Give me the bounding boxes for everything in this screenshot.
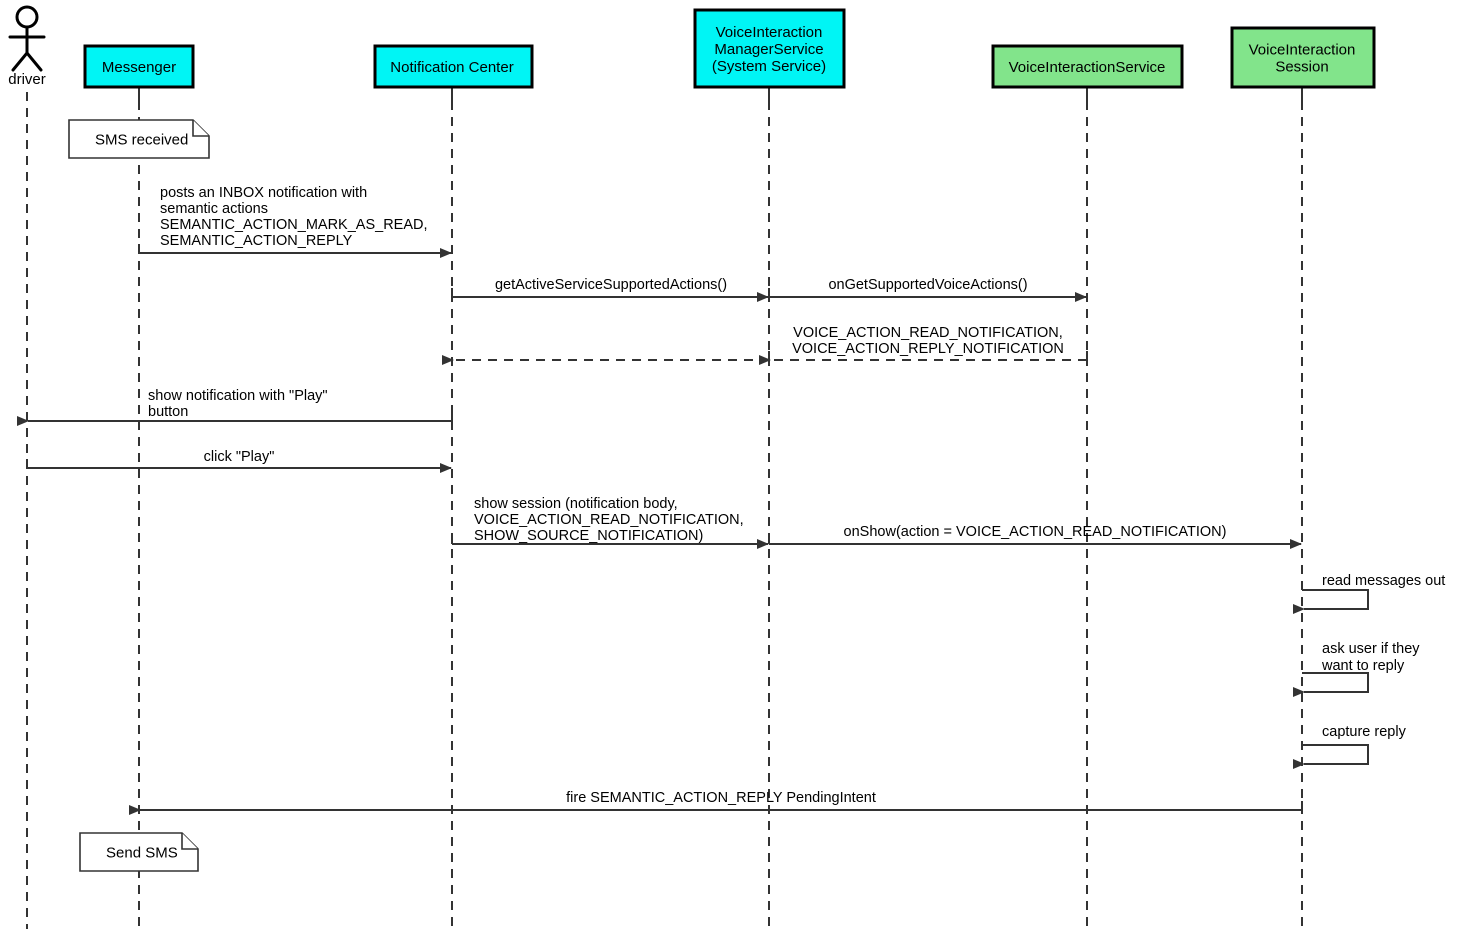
message-label-line: SEMANTIC_ACTION_MARK_AS_READ, — [160, 217, 428, 233]
note-fold-corner-icon — [181, 833, 198, 850]
participant-box[interactable] — [1230, 26, 1376, 89]
message-label-line: getActiveServiceSupportedActions() — [495, 277, 727, 293]
note-fold-corner-icon — [192, 120, 209, 137]
participant-messenger[interactable]: Messenger — [83, 44, 195, 89]
participant-label-line: Session — [1275, 59, 1328, 76]
participant-label-line: VoiceInteraction — [716, 24, 823, 41]
message-label-line: show notification with "Play" — [148, 388, 328, 404]
participant-voice-interaction-service[interactable]: VoiceInteractionService — [991, 44, 1184, 89]
participant-box[interactable] — [373, 44, 534, 89]
participant-label-line: Messenger — [102, 59, 176, 76]
message-label-line: posts an INBOX notification with — [160, 185, 367, 201]
message-label-line: button — [148, 404, 188, 420]
note-sms-received: SMS received — [68, 119, 210, 159]
note-send-sms: Send SMS — [79, 832, 199, 872]
note-body — [79, 832, 199, 872]
lifelines-group — [26, 87, 1303, 929]
actor-leg-left-icon — [11, 51, 29, 72]
self-message-arrow[interactable] — [1293, 672, 1369, 697]
self-message-arrow[interactable] — [1293, 589, 1369, 614]
message-label-line: click "Play" — [204, 449, 275, 465]
note-label: SMS received — [95, 132, 188, 149]
participant-box[interactable] — [991, 44, 1184, 89]
participant-label-line: (System Service) — [712, 58, 826, 75]
msg-show-notification-with-play-button[interactable]: show notification with "Play"button — [17, 388, 453, 426]
participants-group: Messenger Notification Center VoiceInterac… — [83, 8, 1376, 89]
actors-group: driver — [8, 5, 46, 88]
message-label-line: onGetSupportedVoiceActions() — [828, 277, 1027, 293]
self-message-label-line: capture reply — [1322, 724, 1407, 740]
note-body — [68, 119, 210, 159]
msg-on-get-supported-voice-actions[interactable]: onGetSupportedVoiceActions() — [768, 277, 1087, 302]
message-label-line: semantic actions — [160, 201, 268, 217]
actor-leg-right-icon — [25, 51, 43, 72]
msg-return-voice-actions-to-notification-center[interactable] — [442, 351, 770, 365]
msg-click-play[interactable]: click "Play" — [26, 449, 452, 473]
self-message-label-line: want to reply — [1321, 658, 1405, 674]
participant-box[interactable] — [693, 8, 846, 89]
msg-return-voice-actions-to-manager[interactable]: VOICE_ACTION_READ_NOTIFICATION,VOICE_ACT… — [759, 325, 1088, 365]
msg-get-active-service-supported-actions[interactable]: getActiveServiceSupportedActions() — [451, 277, 769, 302]
participant-notification-center[interactable]: Notification Center — [373, 44, 534, 89]
message-label-line: VOICE_ACTION_READ_NOTIFICATION, — [474, 512, 744, 528]
self-message-arrow[interactable] — [1293, 744, 1369, 769]
msg-fire-semantic-action-reply-pending-intent[interactable]: fire SEMANTIC_ACTION_REPLY PendingIntent — [129, 790, 1303, 815]
msg-post-inbox-notification[interactable]: posts an INBOX notification withsemantic… — [138, 185, 452, 258]
message-label-line: VOICE_ACTION_READ_NOTIFICATION, — [793, 325, 1063, 341]
msg-show-session[interactable]: show session (notification body,VOICE_AC… — [451, 496, 769, 549]
participant-label-line: VoiceInteraction — [1249, 42, 1356, 59]
actor-label: driver — [8, 71, 46, 88]
participant-box[interactable] — [83, 44, 195, 89]
self-message-label-line: read messages out — [1322, 573, 1445, 589]
message-label-line: fire SEMANTIC_ACTION_REPLY PendingIntent — [566, 790, 876, 806]
msg-on-show[interactable]: onShow(action = VOICE_ACTION_READ_NOTIFI… — [768, 524, 1302, 549]
actor-head-icon — [15, 5, 39, 29]
self-message-label-line: ask user if they — [1322, 641, 1420, 657]
participant-label-line: Notification Center — [390, 59, 513, 76]
message-label-line: SHOW_SOURCE_NOTIFICATION) — [474, 528, 703, 544]
message-label-line: show session (notification body, — [474, 496, 678, 512]
self-msg-read-messages-out[interactable]: read messages out — [1293, 573, 1445, 614]
self-msg-capture-reply[interactable]: capture reply — [1293, 724, 1407, 769]
participant-label-line: VoiceInteractionService — [1009, 59, 1166, 76]
participant-label-line: ManagerService — [714, 41, 823, 58]
message-label-line: onShow(action = VOICE_ACTION_READ_NOTIFI… — [844, 524, 1227, 540]
actor-driver: driver — [8, 5, 46, 88]
messages-group: posts an INBOX notification withsemantic… — [17, 185, 1303, 815]
message-label-line: VOICE_ACTION_REPLY_NOTIFICATION — [792, 341, 1064, 357]
message-label-line: SEMANTIC_ACTION_REPLY — [160, 233, 353, 249]
note-label: Send SMS — [106, 845, 178, 862]
